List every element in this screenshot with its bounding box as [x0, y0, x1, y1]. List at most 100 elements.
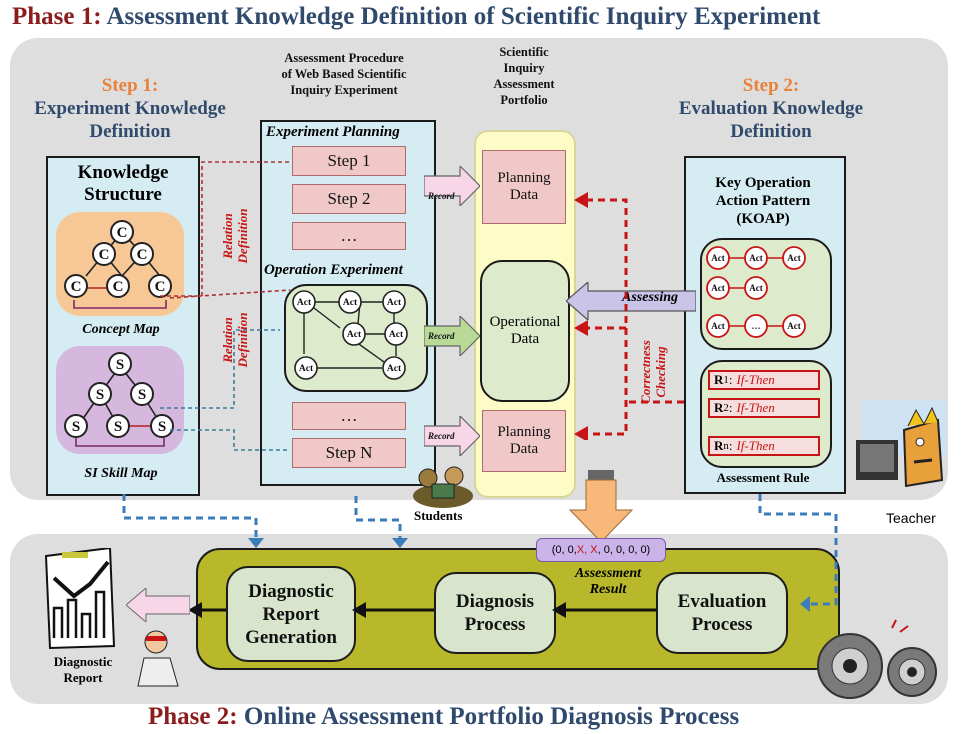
phase1-text: Assessment Knowledge Definition of Scien… — [106, 3, 821, 30]
record-arrow-3 — [424, 416, 480, 456]
skill-node: S — [138, 387, 146, 403]
phase1-title: Phase 1: Assessment Knowledge Definition… — [12, 3, 820, 31]
procedure-ellipsis-2: … — [292, 402, 406, 430]
record-label: Record — [428, 331, 455, 341]
students-icon — [413, 466, 473, 508]
record-arrow-2 — [424, 316, 480, 356]
teacher-icon — [856, 400, 946, 488]
knowledge-structure-title: Knowledge Structure — [48, 162, 198, 206]
skill-map-label: SI Skill Map — [84, 466, 158, 481]
step1-line1: Experiment Knowledge — [34, 98, 226, 119]
operation-experiment-label: Operation Experiment — [264, 262, 403, 278]
phase2-label: Phase 2: — [148, 703, 238, 730]
act-node: Act — [297, 298, 312, 308]
report-arrow — [126, 588, 190, 622]
skill-node: S — [116, 357, 124, 373]
act-node: Act — [299, 364, 314, 374]
knowledge-title-line1: Knowledge — [77, 162, 169, 183]
koap-title: Key Operation Action Pattern (KOAP) — [715, 175, 811, 227]
skill-node: S — [114, 419, 122, 435]
step2-label: Step 2: — [742, 75, 800, 96]
procedure-heading: Assessment Procedure of Web Based Scient… — [252, 50, 436, 98]
process-arrows — [188, 602, 656, 618]
portfolio-down-arrow — [568, 470, 634, 543]
koap-act-node: Act — [787, 321, 801, 331]
portfolio-heading-line3: Assessment — [493, 77, 555, 91]
koap-act-node: Act — [711, 321, 725, 331]
procedure-step-n: Step N — [292, 438, 406, 468]
assessment-result-label: Assessment Result — [574, 566, 642, 597]
step2-line1: Evaluation Knowledge — [678, 98, 864, 119]
koap-act-node: Act — [749, 283, 763, 293]
procedure-heading-line3: Inquiry Experiment — [290, 83, 398, 97]
assessing-arrow — [566, 282, 696, 320]
act-node: Act — [347, 330, 362, 340]
concept-map-graph: C C C C C C — [64, 220, 172, 309]
step2-line2: Definition — [730, 121, 812, 142]
report-generation-box: Diagnostic Report Generation — [226, 566, 356, 662]
correctness-lines — [574, 192, 684, 440]
portfolio-planning-data-1: Planning Data — [482, 150, 566, 224]
concept-node: C — [113, 279, 124, 295]
step2-heading: Step 2: Evaluation Knowledge Definition — [636, 74, 906, 143]
concept-node: C — [155, 279, 166, 295]
step1-label: Step 1: — [101, 75, 159, 96]
portfolio-heading-line4: Portfolio — [500, 93, 548, 107]
procedure-step-2: Step 2 — [292, 184, 406, 214]
evaluation-process-box: Evaluation Process — [656, 572, 788, 654]
act-node: Act — [389, 330, 404, 340]
koap-act-node: Act — [787, 253, 801, 263]
act-node: Act — [343, 298, 358, 308]
knowledge-connections — [160, 161, 291, 451]
procedure-heading-line1: Assessment Procedure — [284, 51, 404, 65]
concept-node: C — [117, 225, 128, 241]
teacher-label: Teacher — [886, 510, 936, 526]
portfolio-heading-line1: Scientific — [499, 45, 549, 59]
students-label: Students — [414, 508, 463, 523]
portfolio-operational-data: Operational Data — [480, 260, 570, 402]
record-label: Record — [428, 431, 455, 441]
diagnostic-report-label: Diagnostic Report — [53, 654, 113, 685]
koap-act-node: Act — [711, 253, 725, 263]
record-arrow-1 — [424, 166, 480, 206]
koap-act-node: Act — [711, 283, 725, 293]
assessment-rule-label: Assessment Rule — [716, 470, 810, 485]
act-node: Act — [387, 298, 402, 308]
concept-node: C — [99, 247, 110, 263]
skill-map-graph: S S S S S S — [64, 352, 174, 447]
doctor-icon — [137, 630, 179, 687]
step1-heading: Step 1: Experiment Knowledge Definition — [12, 74, 248, 143]
gears-icon — [817, 619, 937, 699]
result-vector: (0, 0, X, X, 0, 0, 0, 0) — [536, 538, 666, 562]
assessing-label: Assessing — [622, 290, 679, 305]
operation-act-graph: Act Act Act Act Act Act Act — [292, 290, 408, 380]
koap-act-node: Act — [749, 253, 763, 263]
concept-node: C — [137, 247, 148, 263]
diagnostic-report-icon — [44, 548, 116, 650]
procedure-ellipsis-1: … — [292, 222, 406, 250]
concept-map-label: Concept Map — [82, 322, 160, 337]
phase2-text: Online Assessment Portfolio Diagnosis Pr… — [243, 703, 740, 730]
concept-node: C — [71, 279, 82, 295]
act-node: Act — [387, 364, 402, 374]
diagnosis-process-box: Diagnosis Process — [434, 572, 556, 654]
portfolio-heading-line2: Inquiry — [503, 61, 545, 75]
knowledge-title-line2: Structure — [84, 184, 162, 205]
koap-ellipsis: … — [752, 321, 761, 331]
procedure-step-1: Step 1 — [292, 146, 406, 176]
skill-node: S — [96, 387, 104, 403]
skill-node: S — [158, 419, 166, 435]
phase1-label: Phase 1: — [12, 3, 102, 30]
phase2-connections — [122, 494, 838, 612]
procedure-heading-line2: of Web Based Scientific — [281, 67, 407, 81]
portfolio-heading: Scientific Inquiry Assessment Portfolio — [476, 44, 572, 108]
record-label: Record — [428, 191, 455, 201]
phase2-title: Phase 2: Online Assessment Portfolio Dia… — [148, 703, 739, 731]
koap-act-graph: Act Act Act Act Act Act … Act — [706, 246, 806, 338]
portfolio-planning-data-2: Planning Data — [482, 410, 566, 472]
experiment-planning-label: Experiment Planning — [266, 124, 400, 140]
skill-node: S — [72, 419, 80, 435]
